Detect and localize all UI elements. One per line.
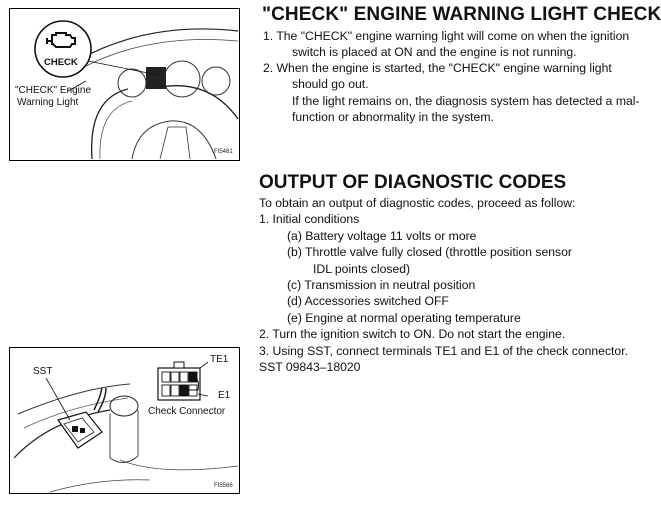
text-line: should go out. [292, 77, 369, 91]
text-line: 2. Turn the ignition switch to ON. Do no… [259, 327, 566, 341]
te1-label: TE1 [210, 354, 229, 365]
text-line: 3. Using SST, connect terminals TE1 and … [259, 344, 628, 358]
check-icon-label: CHECK [44, 57, 78, 68]
text-line: switch is placed at ON and the engine is… [292, 45, 577, 59]
text-line: IDL points closed) [313, 262, 411, 276]
figure-id: FI5481 [214, 149, 233, 155]
sst-connector [57, 387, 107, 449]
check-engine-light-figure: CHECK "CHECK" Engine Warning Light FI548… [9, 8, 240, 161]
check-connector-figure: SST TE1 E1 Check Connector FI5566 [9, 347, 240, 494]
text-line: 1. The "CHECK" engine warning light will… [263, 29, 630, 43]
figure-caption-line2: Warning Light [17, 97, 79, 108]
check-connector-illustration [13, 361, 239, 493]
dashboard-illustration [34, 20, 239, 160]
sst-label: SST [33, 366, 53, 377]
text-line: function or abnormality in the system. [292, 110, 494, 124]
text-line: (e) Engine at normal operating temperatu… [287, 311, 521, 325]
text-line: SST 09843–18020 [259, 360, 361, 374]
connector-terminal-diagram [157, 361, 201, 401]
text-line: (a) Battery voltage 11 volts or more [287, 229, 477, 243]
e1-label: E1 [218, 390, 231, 401]
check-connector-label: Check Connector [148, 406, 226, 417]
text-line: (d) Accessories switched OFF [287, 294, 449, 308]
section-heading-diagnostic-codes: OUTPUT OF DIAGNOSTIC CODES [259, 172, 567, 193]
text-line: To obtain an output of diagnostic codes,… [259, 196, 576, 210]
section-heading-check-light: "CHECK" ENGINE WARNING LIGHT CHECK [262, 4, 661, 25]
figure-caption-line1: "CHECK" Engine [15, 85, 92, 96]
text-line: 1. Initial conditions [259, 212, 360, 226]
text-line: If the light remains on, the diagnosis s… [292, 94, 640, 108]
text-line: (c) Transmission in neutral position [287, 278, 476, 292]
text-line: (b) Throttle valve fully closed (throttl… [287, 245, 572, 259]
engine-icon [46, 32, 76, 48]
text-line: 2. When the engine is started, the "CHEC… [263, 61, 612, 75]
figure-id: FI5566 [214, 483, 233, 489]
